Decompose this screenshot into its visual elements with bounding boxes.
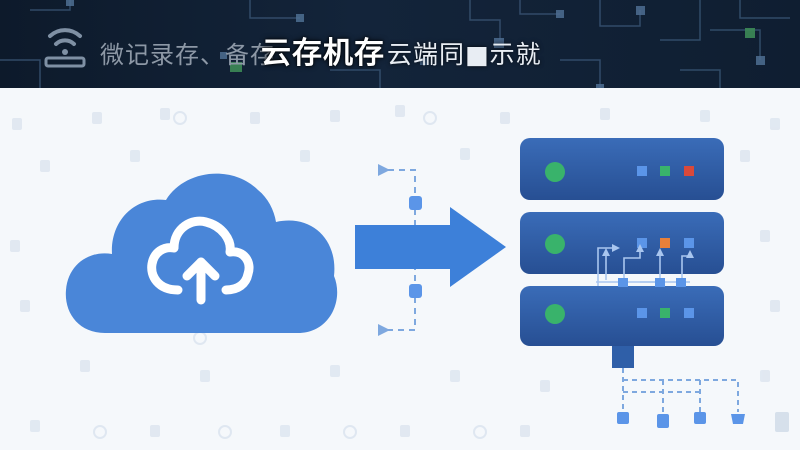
sync-nodes [618, 278, 686, 287]
circuit-pattern [0, 0, 790, 88]
distribution-lines [622, 368, 739, 412]
trailing-title: 云端同■示就 [387, 40, 542, 69]
cloud-upload-icon [65, 173, 338, 333]
server-rack-icon [520, 138, 724, 368]
wifi-icon [44, 28, 86, 68]
header-banner: 微记录存、备存 云存机存 云端同■示就 [0, 0, 800, 88]
faded-title: 微记录存、备存 [100, 41, 275, 69]
server-unit-2 [545, 234, 694, 254]
server-unit-1 [545, 162, 694, 182]
dashed-connectors [388, 169, 416, 331]
connector-nodes [409, 196, 422, 298]
background-circle-icons [93, 111, 487, 439]
connector-arrowheads [378, 164, 390, 336]
page-title: 云存机存 [261, 36, 385, 71]
sync-diagram [10, 105, 789, 439]
background-doc-icons [10, 105, 789, 437]
server-unit-3 [545, 304, 694, 324]
sync-arrowheads [602, 244, 694, 258]
right-arrow-icon [355, 207, 506, 287]
distribution-nodes [617, 412, 745, 428]
